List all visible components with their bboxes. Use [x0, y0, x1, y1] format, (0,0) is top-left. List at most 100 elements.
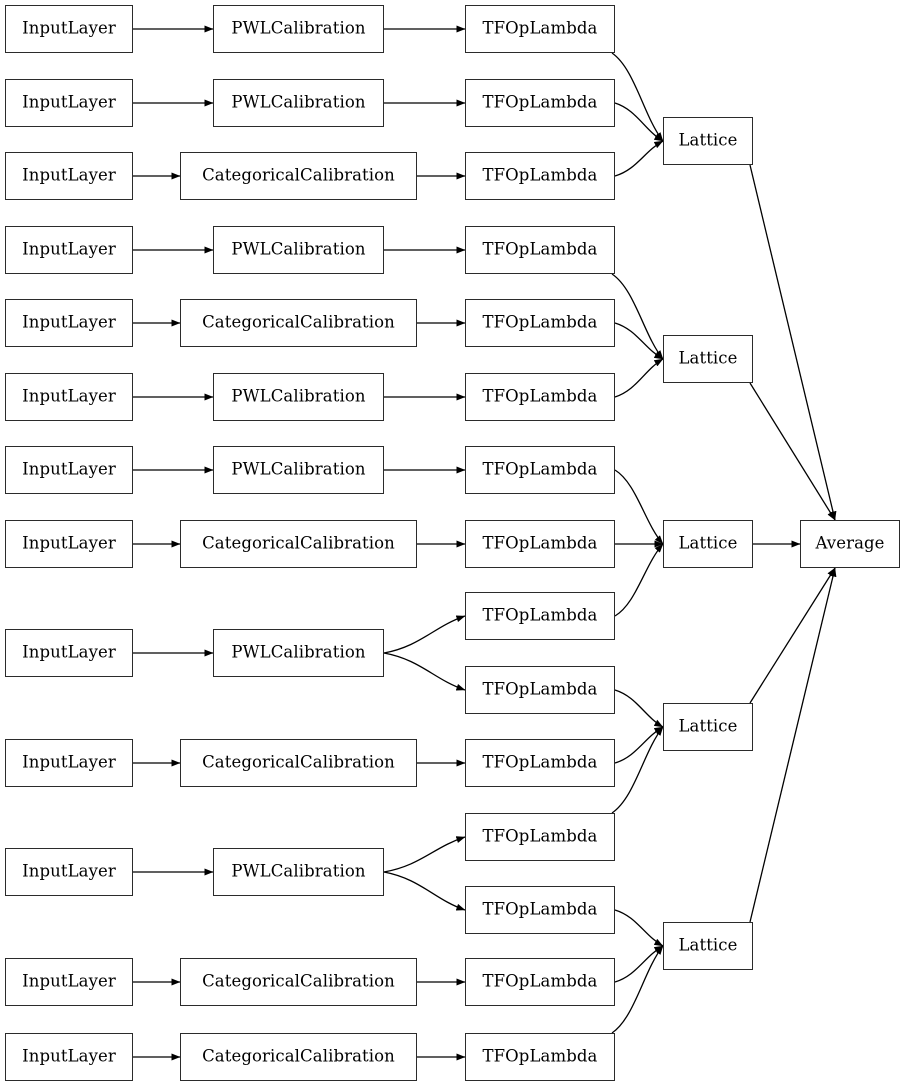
node-cal4[interactable]: PWLCalibration — [213, 226, 384, 274]
node-label: TFOpLambda — [482, 971, 598, 991]
node-op15[interactable]: TFOpLambda — [465, 1033, 615, 1081]
node-op14[interactable]: TFOpLambda — [465, 958, 615, 1006]
node-in9[interactable]: InputLayer — [5, 629, 133, 677]
node-op6[interactable]: TFOpLambda — [465, 373, 615, 421]
node-label: TFOpLambda — [482, 1046, 598, 1066]
node-in1[interactable]: InputLayer — [5, 5, 133, 53]
node-in6[interactable]: InputLayer — [5, 373, 133, 421]
node-cal11[interactable]: PWLCalibration — [213, 848, 384, 896]
node-op3[interactable]: TFOpLambda — [465, 152, 615, 200]
edge-op11-to-lat4 — [614, 726, 664, 764]
node-label: TFOpLambda — [482, 605, 598, 625]
node-label: InputLayer — [22, 971, 116, 991]
node-label: TFOpLambda — [482, 18, 598, 38]
node-cal10[interactable]: CategoricalCalibration — [180, 739, 417, 787]
node-op4[interactable]: TFOpLambda — [465, 226, 615, 274]
node-label: PWLCalibration — [231, 239, 366, 259]
edge-op2-to-lat1 — [614, 102, 664, 142]
node-label: CategoricalCalibration — [202, 312, 395, 332]
node-label: TFOpLambda — [482, 752, 598, 772]
node-lat3[interactable]: Lattice — [663, 520, 753, 568]
node-op13[interactable]: TFOpLambda — [465, 886, 615, 934]
node-cal9[interactable]: PWLCalibration — [213, 629, 384, 677]
node-label: Average — [815, 533, 885, 553]
node-label: InputLayer — [22, 386, 116, 406]
node-in8[interactable]: InputLayer — [5, 520, 133, 568]
node-label: TFOpLambda — [482, 533, 598, 553]
node-label: InputLayer — [22, 1046, 116, 1066]
edge-op7-to-lat3 — [614, 469, 664, 545]
node-cal1[interactable]: PWLCalibration — [213, 5, 384, 53]
node-label: TFOpLambda — [482, 386, 598, 406]
node-label: Lattice — [678, 348, 738, 368]
node-cal2[interactable]: PWLCalibration — [213, 79, 384, 127]
node-label: TFOpLambda — [482, 899, 598, 919]
node-label: TFOpLambda — [482, 312, 598, 332]
edge-op14-to-lat5 — [614, 945, 664, 983]
edge-cal9-to-op10 — [383, 652, 466, 691]
node-in10[interactable]: InputLayer — [5, 739, 133, 787]
edge-op5-to-lat2 — [614, 322, 664, 360]
node-cal12[interactable]: CategoricalCalibration — [180, 958, 417, 1006]
node-in11[interactable]: InputLayer — [5, 848, 133, 896]
node-op9[interactable]: TFOpLambda — [465, 592, 615, 640]
node-label: Lattice — [678, 130, 738, 150]
edge-op6-to-lat2 — [614, 358, 664, 398]
node-cal5[interactable]: CategoricalCalibration — [180, 299, 417, 347]
node-in3[interactable]: InputLayer — [5, 152, 133, 200]
node-op11[interactable]: TFOpLambda — [465, 739, 615, 787]
node-lat1[interactable]: Lattice — [663, 117, 753, 165]
node-label: CategoricalCalibration — [202, 533, 395, 553]
node-label: PWLCalibration — [231, 459, 366, 479]
node-label: TFOpLambda — [482, 459, 598, 479]
node-label: InputLayer — [22, 165, 116, 185]
node-label: InputLayer — [22, 239, 116, 259]
node-op12[interactable]: TFOpLambda — [465, 813, 615, 861]
edge-op9-to-lat3 — [614, 543, 664, 617]
node-in13[interactable]: InputLayer — [5, 1033, 133, 1081]
node-lat4[interactable]: Lattice — [663, 703, 753, 751]
node-label: InputLayer — [22, 18, 116, 38]
node-lat5[interactable]: Lattice — [663, 922, 753, 970]
node-label: InputLayer — [22, 752, 116, 772]
edge-lat1-to-avg — [749, 164, 837, 521]
node-label: CategoricalCalibration — [202, 1046, 395, 1066]
node-label: PWLCalibration — [231, 642, 366, 662]
node-label: TFOpLambda — [482, 826, 598, 846]
node-label: Lattice — [678, 533, 738, 553]
edge-lat4-to-avg — [749, 567, 836, 704]
node-cal3[interactable]: CategoricalCalibration — [180, 152, 417, 200]
node-in7[interactable]: InputLayer — [5, 446, 133, 494]
node-cal7[interactable]: PWLCalibration — [213, 446, 384, 494]
node-in5[interactable]: InputLayer — [5, 299, 133, 347]
edge-lat2-to-avg — [749, 382, 836, 521]
node-in4[interactable]: InputLayer — [5, 226, 133, 274]
node-op2[interactable]: TFOpLambda — [465, 79, 615, 127]
node-label: CategoricalCalibration — [202, 165, 395, 185]
edge-lat5-to-avg — [749, 567, 837, 923]
node-lat2[interactable]: Lattice — [663, 335, 753, 383]
node-op10[interactable]: TFOpLambda — [465, 666, 615, 714]
node-cal8[interactable]: CategoricalCalibration — [180, 520, 417, 568]
node-label: InputLayer — [22, 92, 116, 112]
node-label: InputLayer — [22, 861, 116, 881]
node-label: InputLayer — [22, 312, 116, 332]
node-cal6[interactable]: PWLCalibration — [213, 373, 384, 421]
node-op7[interactable]: TFOpLambda — [465, 446, 615, 494]
edge-cal9-to-op9 — [383, 615, 466, 654]
node-op1[interactable]: TFOpLambda — [465, 5, 615, 53]
edge-op15-to-lat5 — [611, 945, 664, 1034]
node-in2[interactable]: InputLayer — [5, 79, 133, 127]
node-avg[interactable]: Average — [800, 520, 900, 568]
edge-cal11-to-op13 — [383, 871, 466, 911]
node-label: TFOpLambda — [482, 165, 598, 185]
node-op8[interactable]: TFOpLambda — [465, 520, 615, 568]
node-label: InputLayer — [22, 533, 116, 553]
node-cal13[interactable]: CategoricalCalibration — [180, 1033, 417, 1081]
node-in12[interactable]: InputLayer — [5, 958, 133, 1006]
edge-op1-to-lat1 — [611, 52, 664, 142]
node-op5[interactable]: TFOpLambda — [465, 299, 615, 347]
node-label: Lattice — [678, 716, 738, 736]
